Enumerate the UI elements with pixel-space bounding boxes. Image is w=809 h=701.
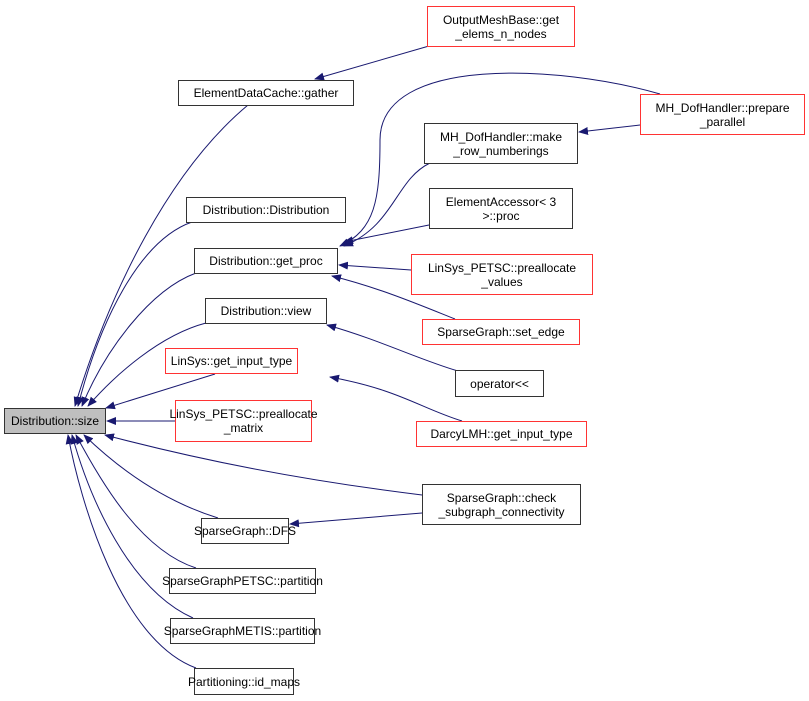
node-element-data-cache-gather[interactable]: ElementDataCache::gather (178, 80, 354, 106)
edge-get-proc-size (81, 272, 197, 407)
edge-check-dfs (289, 512, 423, 528)
node-sparsegraph-dfs[interactable]: SparseGraph::DFS (194, 518, 296, 544)
node-linsys-petsc-preallocate-matrix[interactable]: LinSys_PETSC::preallocate _matrix (169, 400, 318, 442)
edge-id-maps-size (65, 434, 197, 669)
edge-view-size (87, 322, 207, 407)
node-mh-dofhandler-prepare-parallel[interactable]: MH_DofHandler::prepare _parallel (640, 94, 805, 135)
node-darcylmh-get-input-type[interactable]: DarcyLMH::get_input_type (416, 421, 587, 447)
edge-metis-partition-size (70, 434, 194, 619)
node-sparsegraphmetis-partition[interactable]: SparseGraphMETIS::partition (164, 618, 321, 644)
edge-set-edge-get-proc (331, 274, 456, 320)
node-distribution-distribution[interactable]: Distribution::Distribution (186, 197, 346, 223)
edge-operator-view (326, 323, 459, 372)
node-linsys-get-input-type[interactable]: LinSys::get_input_type (165, 348, 298, 374)
node-sparsegraphpetsc-partition[interactable]: SparseGraphPETSC::partition (162, 568, 323, 594)
node-linsys-petsc-preallocate-values[interactable]: LinSys_PETSC::preallocate _values (411, 254, 593, 295)
node-sparsegraph-check-subgraph-connectivity[interactable]: SparseGraph::check _subgraph_connectivit… (422, 484, 581, 525)
edge-element-accessor-get-proc (343, 224, 430, 245)
node-distribution-view[interactable]: Distribution::view (205, 298, 327, 324)
node-partitioning-id-maps[interactable]: Partitioning::id_maps (188, 668, 300, 695)
node-mh-dofhandler-make-row-numberings[interactable]: MH_DofHandler::make _row_numberings (424, 123, 578, 164)
node-sparsegraph-set-edge[interactable]: SparseGraph::set_edge (422, 319, 580, 345)
edge-petsc-partition-size (75, 434, 197, 569)
edge-darcy-linsys-get-input-type (329, 374, 463, 422)
edge-check-subgraph-size (104, 433, 423, 496)
node-distribution-size: Distribution::size (4, 408, 106, 434)
node-outputmeshbase-get-elems-n-nodes[interactable]: OutputMeshBase::get _elems_n_nodes (427, 6, 575, 47)
node-distribution-get-proc[interactable]: Distribution::get_proc (194, 248, 338, 274)
edge-make-row-get-proc (343, 162, 431, 247)
edge-linsys-get-input-type-size (105, 373, 216, 410)
edge-preallocate-values-get-proc (338, 261, 412, 271)
edge-prepare-parallel-make-row (578, 124, 641, 135)
edge-distribution-size (76, 221, 193, 407)
edge-dfs-size (83, 434, 219, 519)
edge-gather-size (73, 104, 249, 407)
edge-get-elems-gather (314, 45, 430, 81)
node-elementaccessor-proc[interactable]: ElementAccessor< 3 >::proc (429, 188, 573, 229)
edge-prepare-parallel-get-proc (339, 72, 661, 247)
node-operator-output[interactable]: operator<< (455, 370, 544, 397)
